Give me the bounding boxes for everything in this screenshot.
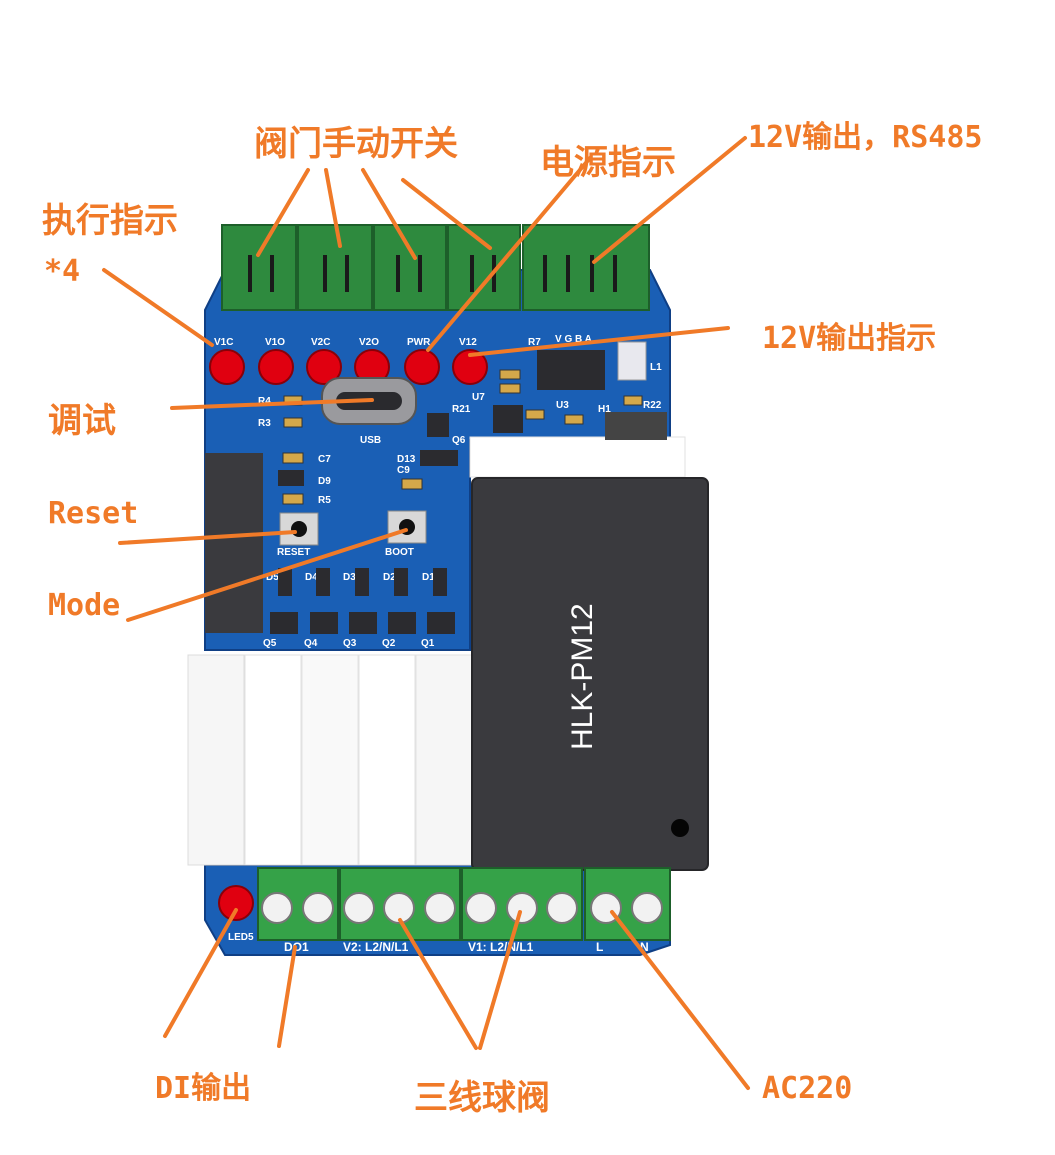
power-module-label: HLK-PM12 [566, 603, 599, 750]
silk-pwr: PWR [407, 337, 431, 348]
silk-d4: D4 [305, 572, 318, 583]
silk-v2-term: V2: L2/N/L1 [343, 940, 409, 954]
boot-button [387, 510, 427, 544]
callout-mode: Mode [48, 588, 121, 623]
callout-ac220: AC220 [762, 1071, 853, 1106]
silk-v2c: V2C [311, 337, 330, 348]
silk-r22: R22 [643, 400, 662, 411]
silk-l1: L1 [650, 362, 662, 373]
top-leds [209, 349, 488, 385]
callout-12v-rs485: 12V输出，RS485 [748, 120, 983, 155]
silk-led5: LED5 [228, 932, 254, 943]
silk-v2o: V2O [359, 337, 379, 348]
callout-debug: 调试 [48, 401, 116, 441]
silk-vgba: V G B A [555, 334, 592, 345]
callout-reset: Reset [48, 496, 139, 531]
silk-v12: V12 [459, 337, 477, 348]
callout-lines [102, 136, 750, 1090]
smd-parts [282, 369, 643, 505]
power-module: HLK-PM12 [471, 477, 709, 871]
silk-c7: C7 [318, 454, 331, 465]
top-terminal-pins [248, 255, 617, 292]
silk-r3: R3 [258, 418, 271, 429]
silk-q1: Q1 [421, 638, 435, 649]
silk-d3: D3 [343, 572, 356, 583]
callout-power-indicator: 电源指示 [540, 143, 676, 183]
silk-v1o: V1O [265, 337, 285, 348]
callout-di-output: DI输出 [155, 1071, 252, 1106]
silk-d1: D1 [422, 572, 435, 583]
callout-exec-indicator: 执行指示 [42, 201, 178, 241]
silk-q3: Q3 [343, 638, 357, 649]
silk-c9: C9 [397, 465, 410, 476]
relay-block [187, 436, 686, 866]
silk-usb: USB [360, 435, 381, 446]
callout-three-wire-valve: 三线球阀 [414, 1078, 550, 1118]
silk-v1-term: V1: L2/N/L1 [468, 940, 534, 954]
silk-r7: R7 [528, 337, 541, 348]
silk-d5: D5 [266, 572, 279, 583]
silk-r21: R21 [452, 404, 471, 415]
led5 [218, 885, 254, 921]
silk-h1: H1 [598, 404, 611, 415]
silk-d9: D9 [318, 476, 331, 487]
silk-u7: U7 [472, 392, 485, 403]
silk-r5: R5 [318, 495, 331, 506]
silk-q4: Q4 [304, 638, 318, 649]
callout-valve-switch: 阀门手动开关 [254, 124, 458, 164]
side-module [205, 453, 263, 633]
silk-d2: D2 [383, 572, 396, 583]
silk-n-term: N [640, 940, 649, 954]
silk-q6: Q6 [452, 435, 466, 446]
diodes [278, 568, 447, 596]
silk-r4: R4 [258, 396, 271, 407]
transistors [270, 612, 455, 634]
inductor [617, 341, 647, 381]
silk-reset: RESET [277, 547, 310, 558]
ic-chips [278, 350, 667, 486]
silk-v1c: V1C [214, 337, 233, 348]
silk-q5: Q5 [263, 638, 277, 649]
top-terminals [221, 224, 650, 311]
bottom-terminal-screws [261, 892, 663, 924]
reset-button [279, 512, 319, 546]
silk-d13: D13 [397, 454, 416, 465]
callout-12v-indicator: 12V输出指示 [762, 321, 937, 356]
silk-q2: Q2 [382, 638, 396, 649]
silk-l-term: L [596, 940, 603, 954]
silk-boot: BOOT [385, 547, 414, 558]
silk-u3: U3 [556, 400, 569, 411]
callout-exec-count: *4 [44, 254, 81, 289]
